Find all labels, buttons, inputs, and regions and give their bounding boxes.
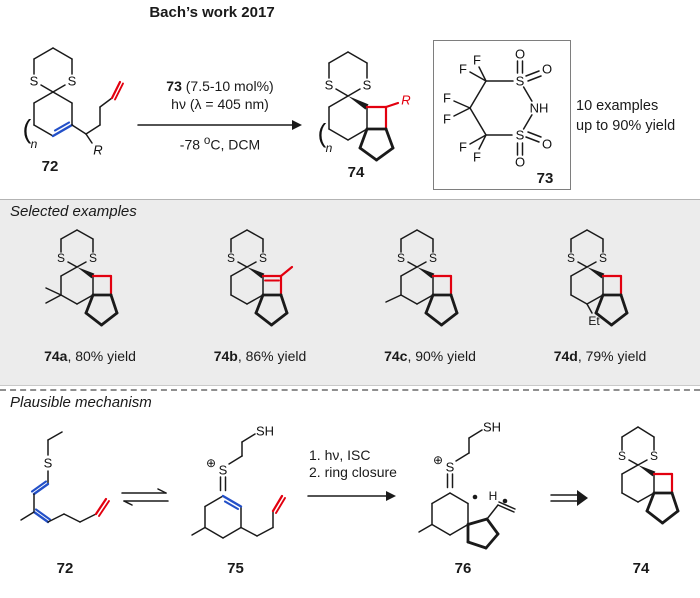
- examples-header: Selected examples: [10, 203, 137, 220]
- compound-label-73: 73: [536, 170, 554, 187]
- atom-s: S: [30, 74, 39, 89]
- mech-label-76: 76: [454, 560, 472, 577]
- atom-s: S: [397, 251, 405, 265]
- bonds-74: [328, 51, 400, 162]
- compound-label-74: 74: [347, 164, 365, 181]
- bonds-74b: [230, 229, 294, 327]
- atom-s: S: [89, 251, 97, 265]
- atom-s: S: [325, 78, 334, 93]
- atom-sh: SH: [483, 420, 501, 435]
- atom-f: F: [473, 53, 481, 68]
- structure-74c: S S: [385, 229, 459, 327]
- section-divider: [0, 389, 700, 391]
- atom-s: S: [68, 74, 77, 89]
- example-label-74a: 74a, 80% yield: [44, 348, 136, 364]
- reaction-arrow: [137, 120, 302, 130]
- bracket: (: [318, 118, 327, 148]
- atom-o: O: [542, 137, 552, 152]
- example-label-74b: 74b, 86% yield: [213, 348, 307, 364]
- atom-o: O: [515, 47, 525, 62]
- atom-s: S: [429, 251, 437, 265]
- atom-f: F: [443, 91, 451, 106]
- catalyst-73-structure: S S NH O O O O F F F F F F: [443, 47, 552, 170]
- bonds-mech-72: [20, 431, 110, 524]
- atom-s: S: [219, 463, 228, 478]
- mechanism-header: Plausible mechanism: [10, 394, 152, 411]
- structure-74b: S S: [227, 229, 294, 327]
- example-label-74d: 74d, 79% yield: [553, 348, 647, 364]
- bonds-74d: [570, 229, 629, 327]
- structure-mech-75: S ⊕ SH: [191, 424, 286, 539]
- plus-charge: ⊕: [206, 456, 216, 470]
- bonds-72: [33, 47, 124, 144]
- figure-title: Bach’s work 2017: [149, 4, 275, 21]
- mech-step2: 2. ring closure: [309, 464, 397, 480]
- atom-sh: SH: [256, 424, 274, 439]
- atom-s: S: [363, 78, 372, 93]
- atom-s: S: [567, 251, 575, 265]
- atom-f: F: [459, 140, 467, 155]
- atom-s: S: [259, 251, 267, 265]
- atom-o: O: [542, 62, 552, 77]
- structure-72: S S ( n R: [23, 47, 124, 158]
- atom-s: S: [57, 251, 65, 265]
- bonds-74c: [385, 229, 459, 327]
- equilibrium-arrow: [121, 488, 169, 506]
- bonds-73: [453, 60, 542, 156]
- mech-label-74: 74: [632, 560, 650, 577]
- atom-s: S: [618, 449, 626, 463]
- structure-mech-72: S: [20, 431, 110, 524]
- catalyst-ref: 73: [166, 78, 182, 94]
- structure-mech-74: S S: [618, 426, 680, 525]
- selected-examples-panel: [0, 199, 700, 386]
- structure-mech-76: S ⊕ SH H: [418, 420, 516, 550]
- substituent-et: Et: [588, 314, 600, 328]
- conditions-line1: 73 (7.5-10 mol%): [166, 78, 274, 94]
- atom-s: S: [516, 74, 525, 89]
- bonds-mech-74: [621, 426, 680, 525]
- scope-note-line2: up to 90% yield: [576, 117, 676, 134]
- atom-s: S: [599, 251, 607, 265]
- scope-note-line1: 10 examples: [576, 98, 659, 114]
- atom-o: O: [515, 155, 525, 170]
- atom-s: S: [227, 251, 235, 265]
- mech-label-75: 75: [227, 560, 244, 577]
- bonds-mech-75: [191, 433, 286, 539]
- atom-s: S: [44, 456, 53, 471]
- scope-note: 10 examples up to 90% yield: [576, 97, 698, 136]
- bonds-mech-76: [418, 429, 516, 550]
- atom-f: F: [473, 150, 481, 165]
- bracket: (: [23, 114, 32, 144]
- atom-s: S: [446, 460, 455, 475]
- compound-label-72: 72: [41, 158, 59, 175]
- ring-size-n: n: [31, 137, 38, 151]
- atom-f: F: [459, 62, 467, 77]
- mechanism-arrow: [307, 491, 396, 501]
- structure-74d: S S Et: [567, 229, 629, 328]
- multistep-arrow: [550, 490, 588, 506]
- atom-h: H: [489, 489, 498, 503]
- structure-74a: S S: [45, 229, 119, 327]
- atom-s: S: [650, 449, 658, 463]
- structure-74: S S ( n R: [318, 51, 411, 162]
- example-label-74c: 74c, 90% yield: [384, 348, 476, 364]
- substituent-r: R: [401, 93, 410, 108]
- conditions-line2: hν (λ = 405 nm): [171, 96, 269, 112]
- ring-size-n: n: [326, 141, 333, 155]
- atom-f: F: [443, 112, 451, 127]
- catalyst-73-box: S S NH O O O O F F F F F F 73: [433, 40, 571, 190]
- conditions-line3: -78 oC, DCM: [179, 134, 261, 153]
- bonds-74a: [45, 229, 119, 327]
- atom-nh: NH: [530, 101, 549, 116]
- plus-charge: ⊕: [433, 453, 443, 467]
- mech-step1: 1. hν, ISC: [309, 447, 371, 463]
- mech-label-72: 72: [56, 560, 74, 577]
- substituent-r: R: [93, 143, 102, 158]
- atom-s: S: [516, 128, 525, 143]
